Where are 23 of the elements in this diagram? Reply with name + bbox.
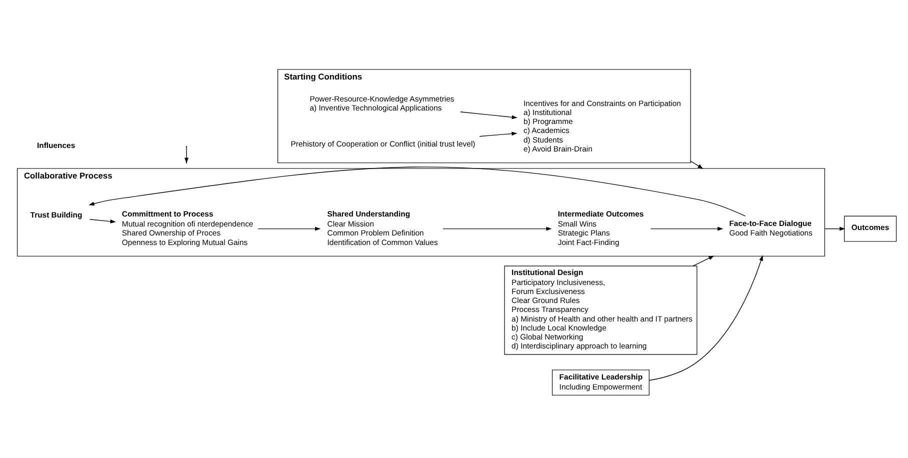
arrow [648, 254, 763, 380]
arrow [88, 166, 746, 216]
node-text: Intermediate Outcomes Small Wins Strategic Plans Joint Fact-Finding [558, 209, 644, 246]
node-box: Institutional Design Participatory Inclusiveness, Forum Exclusiveness Clear Ground Rules Process Transparency a) Ministry of Health and other health and IT partners b) Include Local Knowledge c) Global Networking d) Interdisciplinary approach to learning [504, 265, 698, 354]
arrow [442, 226, 552, 230]
node-text: Prehistory of Cooperation or Conflict (initial trust level) [290, 139, 476, 148]
arrow [258, 226, 321, 230]
node-text: Shared Understanding Clear Mission Common Problem Definition Identification of Common Values [327, 209, 438, 246]
arrow [650, 226, 724, 230]
arrow [824, 226, 846, 230]
node-text: Trust Building [30, 210, 82, 219]
legend-label: Influences [36, 140, 76, 150]
arrow [460, 111, 518, 119]
node-text: Incentives for and Constraints on Participation a) Institutional b) Programme c) Academics d) Students e) Avoid Brain-Drain [524, 98, 681, 153]
node-text: Power-Resource-Knowledge Asymmetries a) Inventive Technological Applications [310, 94, 454, 112]
node-box: Outcomes [844, 215, 897, 242]
arrow [692, 255, 714, 266]
arrow [479, 131, 518, 136]
node-text: Committment to Process Mutual recognition ofi nterdependence Shared Ownership of Proces Openness to Exploring Mutual Gains [122, 209, 254, 246]
node-box: Facilitative Leadership Including Empowerment [552, 369, 650, 396]
node-text: Face-to-Face Dialogue Good Faith Negotiations [729, 218, 812, 238]
arrow [690, 160, 704, 168]
arrow [89, 218, 116, 223]
